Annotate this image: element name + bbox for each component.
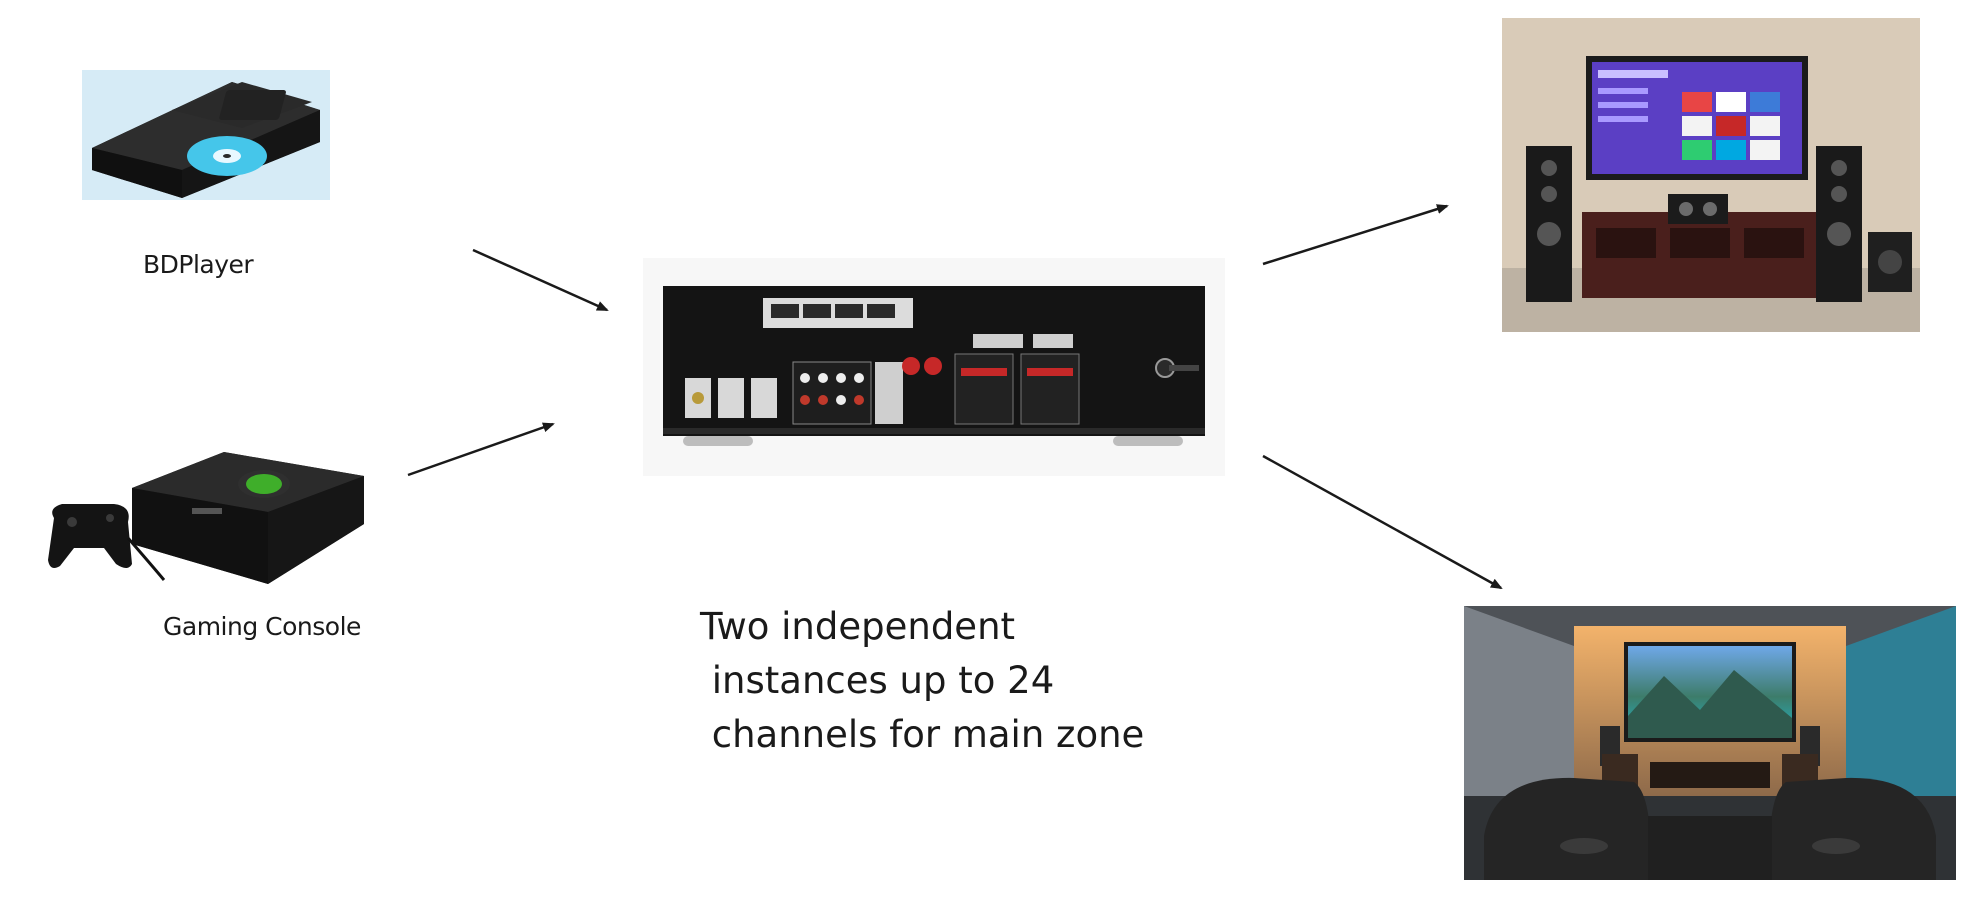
- arrow-bd-to-receiver: [472, 248, 609, 312]
- av-receiver-image: [643, 258, 1225, 476]
- home-theater-image: [1464, 606, 1956, 880]
- caption-line-2: instances up to 24: [700, 659, 1055, 702]
- game-console-image: [44, 448, 364, 586]
- caption-text: Two independent instances up to 24 chann…: [700, 600, 1144, 762]
- arrow-receiver-to-living-room: [1262, 204, 1449, 266]
- gaming-console-label: Gaming Console: [163, 612, 361, 641]
- bluray-player-image: [82, 70, 330, 200]
- caption-line-1: Two independent: [700, 605, 1016, 648]
- arrow-console-to-receiver: [407, 422, 555, 477]
- arrow-receiver-to-theater: [1262, 454, 1503, 590]
- bdplayer-label: BDPlayer: [143, 250, 254, 279]
- living-room-image: [1502, 18, 1920, 332]
- caption-line-3: channels for main zone: [700, 713, 1145, 756]
